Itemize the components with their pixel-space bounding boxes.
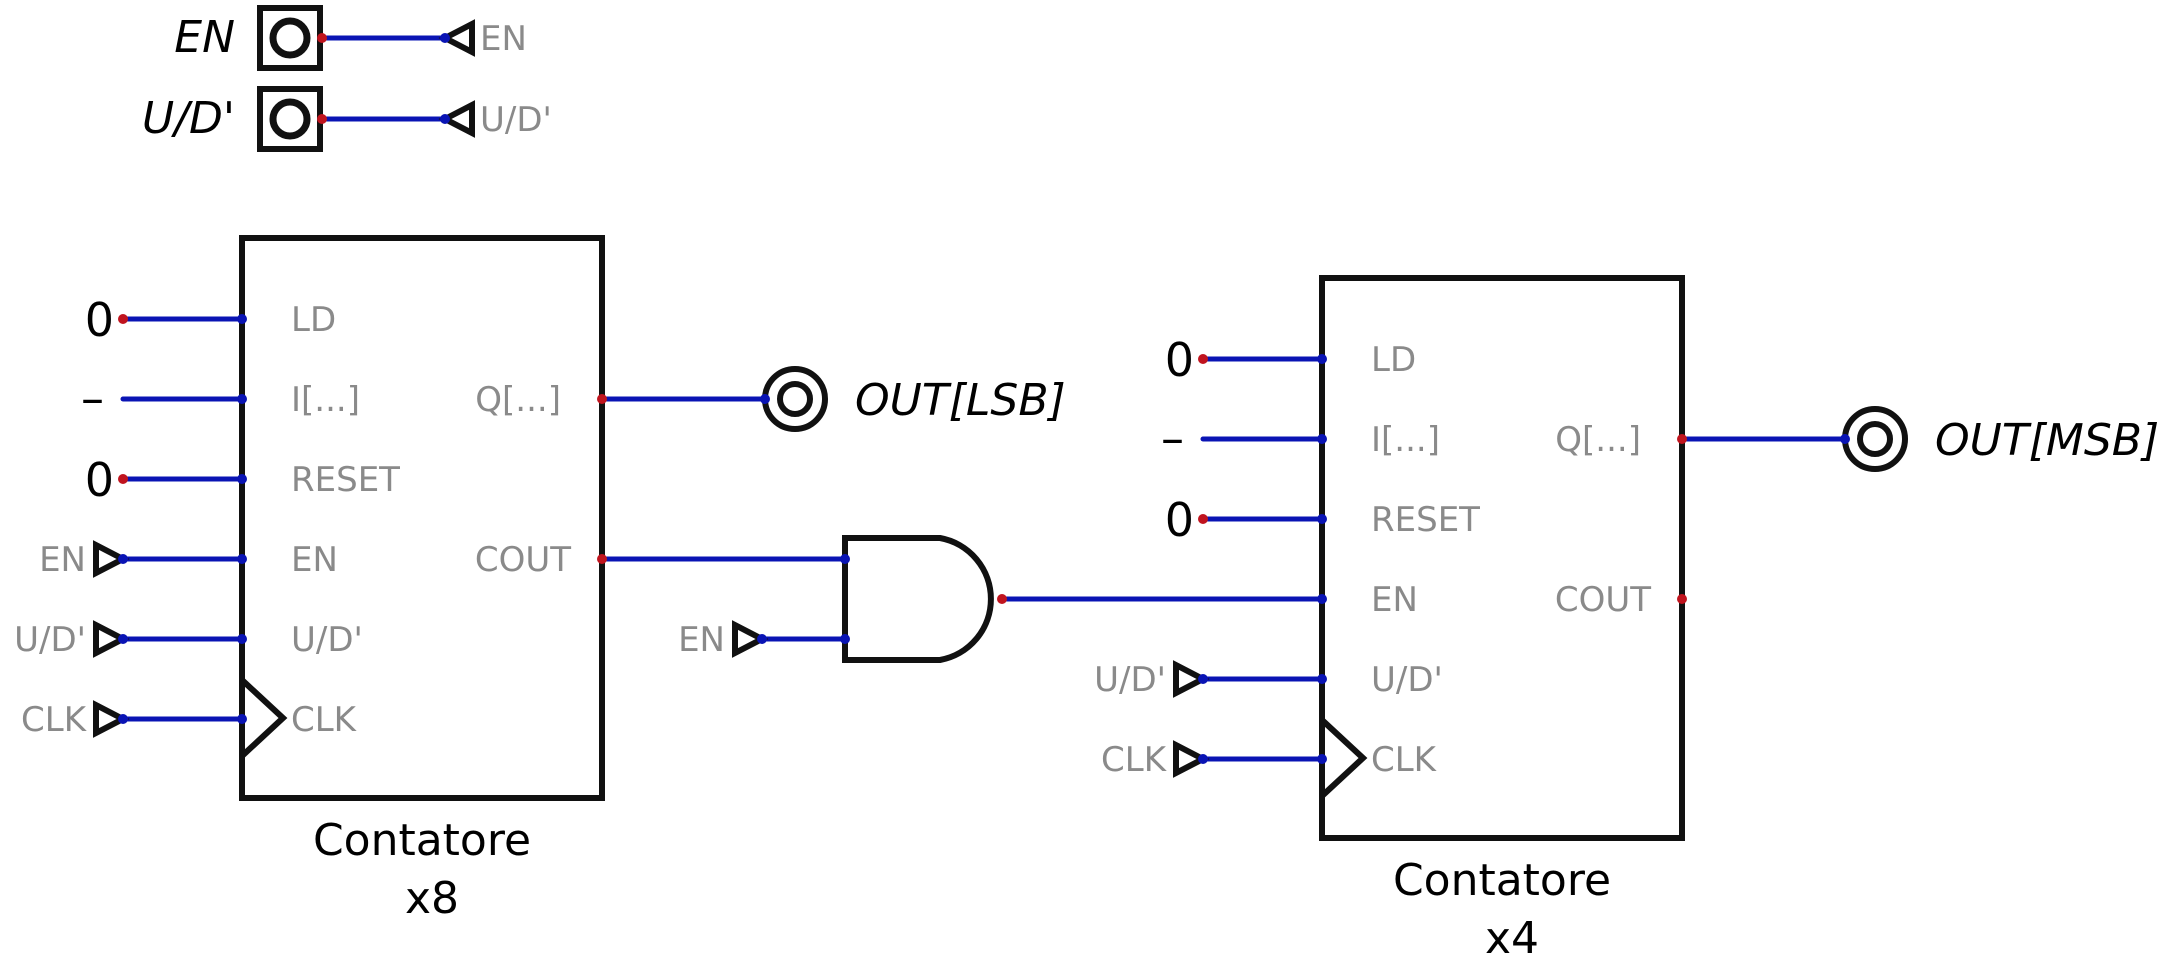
and-gate-body [842,535,994,663]
and-gate-en-tunnel-text: EN [678,620,725,660]
counter-x8-pin-q: Q[...] [475,380,561,420]
input-ud-label: U/D' [142,93,235,144]
counter-x8: 0 – 0 EN U/D' CLK LD I[...] RESET EN U/D… [14,235,605,924]
counter-x8-name: Contatore [313,815,531,866]
counter-x8-en-tunnel-icon [93,540,130,578]
counter-x8-pin-en: EN [291,540,338,580]
output-msb: OUT[MSB] [1677,406,2159,472]
input-pin-en-circle [269,17,311,59]
tunnel-ud-text: U/D' [480,100,552,140]
counter-x4-pin-en: EN [1371,580,1418,620]
counter-x4-pin-ld: LD [1371,340,1416,380]
counter-x8-size: x8 [405,873,459,924]
counter-x8-clock-marker [239,677,288,759]
counter-x4-pin-reset: RESET [1371,500,1480,540]
counter-x4-pin-i: I[...] [1371,420,1440,460]
counter-x8-body [239,235,605,801]
counter-x4-pin-ud: U/D' [1371,660,1443,700]
counter-x4-ld-constant: 0 [1165,333,1194,387]
tunnel-en-text: EN [480,19,527,59]
counter-x4-pin-clk: CLK [1371,740,1438,780]
counter-x8-ud-tunnel-icon [93,620,130,658]
counter-x8-en-tunnel-text: EN [39,540,86,580]
counter-x8-ud-tunnel-text: U/D' [14,620,86,660]
counter-x8-ld-constant: 0 [85,293,114,347]
counter-x8-pin-cout: COUT [475,540,571,580]
counter-x4-size: x4 [1485,913,1539,964]
counter-x4-ud-tunnel-text: U/D' [1094,660,1166,700]
output-lsb: OUT[LSB] [597,366,1066,432]
output-msb-label: OUT[MSB] [1935,415,2159,466]
output-lsb-pin-icon [762,366,828,432]
counter-x4-pin-cout: COUT [1555,580,1651,620]
input-pin-ud [257,86,323,152]
counter-x8-clk-tunnel-icon [93,700,130,738]
counter-x4-body [1319,275,1685,841]
tunnel-en-icon [438,19,475,57]
tunnel-ud-icon [438,100,475,138]
counter-x4-name: Contatore [1393,855,1611,906]
counter-x8-pin-ud: U/D' [291,620,363,660]
input-ud: U/D' U/D' [142,86,552,152]
counter-x4-clk-tunnel-text: CLK [1101,740,1168,780]
counter-x4-clock-marker [1319,717,1368,799]
counter-x8-reset-constant: 0 [85,453,114,507]
input-pin-en [257,5,323,71]
counter-x8-pin-reset: RESET [291,460,400,500]
and-gate-en-tunnel-icon [732,620,769,658]
counter-x8-pin-ld: LD [291,300,336,340]
output-lsb-label: OUT[LSB] [855,375,1066,426]
counter-x4: 0 – 0 U/D' CLK LD I[...] RESET EN U/D' C… [1094,275,1687,964]
and-gate: EN [597,535,1325,663]
counter-x8-clk-tunnel-text: CLK [21,700,88,740]
input-en: EN EN [174,5,527,71]
counter-x4-clk-tunnel-icon [1173,740,1210,778]
output-msb-pin-icon [1842,406,1908,472]
input-pin-ud-circle [269,98,311,140]
counter-x4-reset-constant: 0 [1165,493,1194,547]
counter-x4-ud-tunnel-icon [1173,660,1210,698]
counter-x8-pin-i: I[...] [291,380,360,420]
counter-x8-pin-clk: CLK [291,700,358,740]
input-en-label: EN [174,12,235,63]
counter-x4-pin-q: Q[...] [1555,420,1641,460]
counter-x4-i-constant: – [1161,411,1184,465]
counter-x8-i-constant: – [81,371,104,425]
